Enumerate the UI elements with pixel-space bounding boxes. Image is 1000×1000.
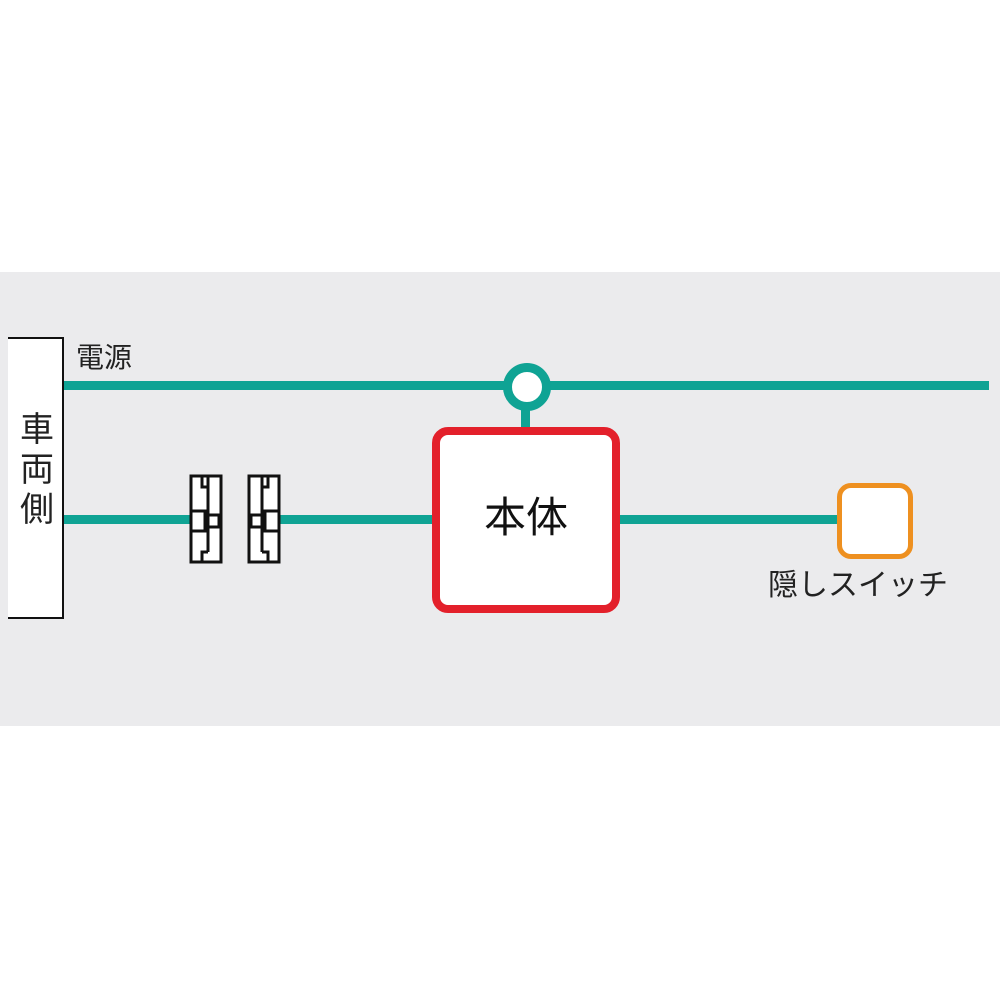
vehicle-side-block [8, 337, 64, 619]
main-unit-box [432, 427, 620, 613]
vehicle-side-label-char: 車 [20, 410, 54, 450]
vehicle-side-label: 車両側 [14, 410, 60, 530]
hidden-switch-label: 隠しスイッチ [768, 568, 948, 603]
hidden-switch-box [837, 483, 913, 559]
main-unit-label: 本体 [483, 493, 568, 542]
switch-wire [620, 515, 838, 524]
connector-female-icon [189, 474, 223, 564]
signal-wire-left [64, 515, 192, 524]
junction-drop-wire [521, 395, 530, 429]
vehicle-side-label-char: 側 [20, 490, 54, 530]
signal-wire-mid [280, 515, 434, 524]
junction-node [503, 363, 551, 411]
vehicle-side-label-char: 両 [20, 450, 54, 490]
power-label: 電源 [76, 341, 133, 374]
connector-male-icon [247, 474, 281, 564]
